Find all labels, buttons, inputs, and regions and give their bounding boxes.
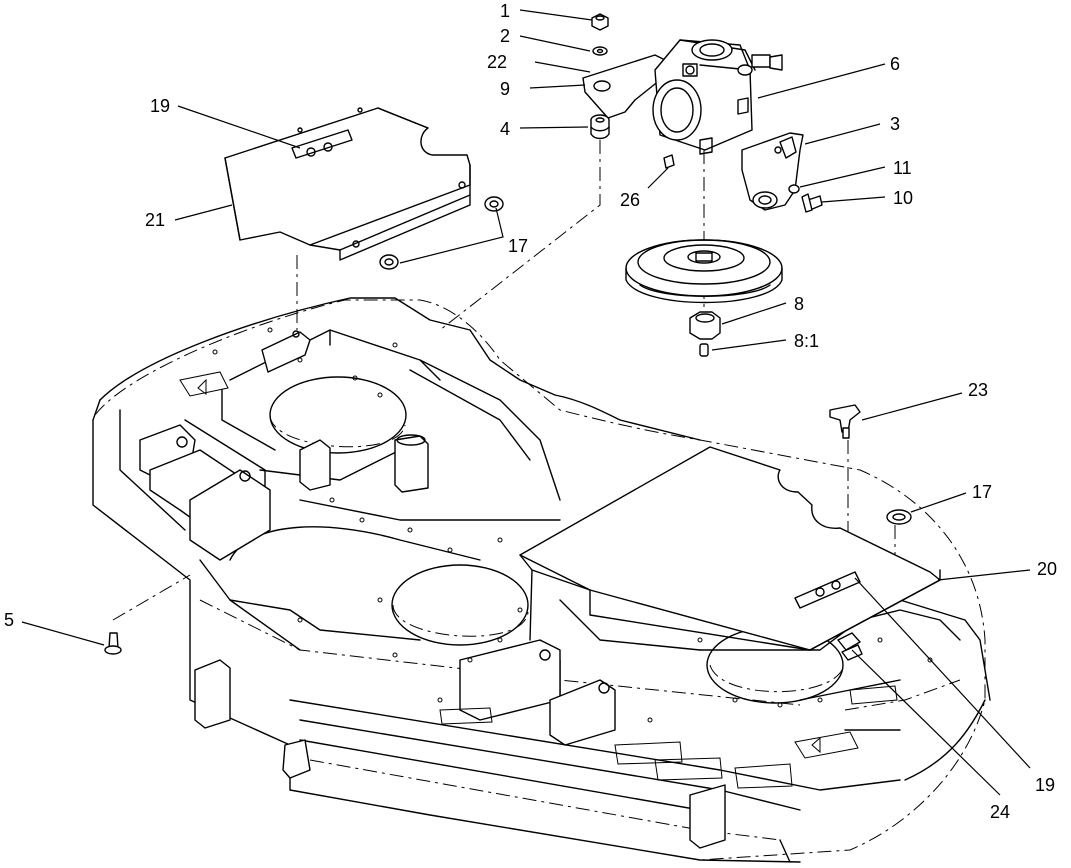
callout-19-bottom: 19 [1035, 775, 1055, 795]
callout-9: 9 [500, 79, 510, 99]
callout-22: 22 [487, 52, 507, 72]
callout-1: 1 [500, 1, 510, 21]
callout-21: 21 [145, 210, 165, 230]
pulley-assembly [625, 239, 783, 357]
callout-17-top: 17 [508, 236, 528, 256]
key [663, 154, 675, 169]
callout-19-top: 19 [150, 96, 170, 116]
callout-2: 2 [500, 26, 510, 46]
callout-20: 20 [1037, 559, 1057, 579]
callout-3: 3 [890, 114, 900, 134]
callout-8: 8 [794, 294, 804, 314]
right-spindle-cover [519, 446, 941, 661]
callout-10: 10 [893, 188, 913, 208]
callout-5: 5 [4, 610, 14, 630]
callout-24: 24 [990, 802, 1010, 822]
left-spindle-cover [224, 107, 504, 373]
callout-26: 26 [620, 190, 640, 210]
callout-leaders [21, 9, 1031, 796]
idler-bracket [741, 132, 823, 213]
mower-deck [92, 297, 991, 863]
callout-6: 6 [890, 54, 900, 74]
cover-knob [829, 404, 861, 439]
callout-8-1: 8:1 [794, 331, 819, 351]
carriage-bolt [104, 632, 122, 655]
callout-23: 23 [968, 380, 988, 400]
callout-labels: 1 2 22 9 4 6 3 11 10 26 19 21 17 8 8:1 2… [4, 1, 1057, 822]
gearbox-assembly [582, 39, 783, 155]
fastener-stack [590, 13, 610, 140]
callout-11: 11 [893, 158, 912, 178]
callout-4: 4 [500, 119, 510, 139]
callout-17-right: 17 [972, 482, 992, 502]
